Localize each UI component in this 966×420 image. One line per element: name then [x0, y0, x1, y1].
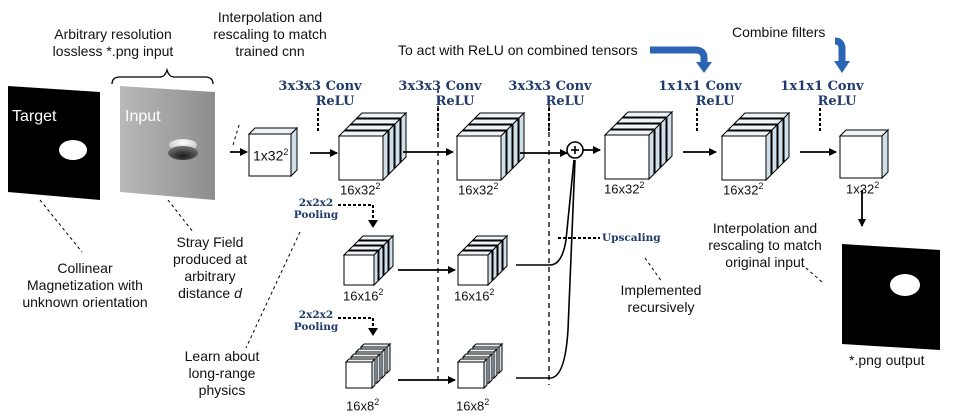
long-range-note: Learn about long-range physics — [184, 348, 260, 398]
stray-field-note: Stray Field produced at arbitrary distan… — [173, 234, 247, 301]
output-tensor-cube — [838, 128, 890, 180]
target-image — [8, 86, 100, 200]
size-input: 1x322 — [253, 147, 289, 164]
size-l2b: 16x162 — [454, 287, 495, 304]
input-label: Input — [125, 108, 161, 125]
output-label: *.png output — [849, 352, 925, 368]
size-out: 1x322 — [846, 180, 880, 197]
pooling-arrows — [338, 204, 374, 330]
tensor-l3b-layer-0 — [456, 357, 489, 390]
size-l2a: 16x162 — [343, 287, 384, 304]
size-l1b: 16x322 — [458, 181, 499, 198]
size-l3a: 16x82 — [346, 397, 380, 414]
relu-note: To act with ReLU on combined tensors — [398, 42, 638, 58]
tensor-l1a-layer-0 — [337, 129, 390, 182]
interpolation-note: Interpolation and rescaling to match tra… — [213, 9, 327, 59]
separators — [437, 88, 550, 385]
size-l1d: 16x322 — [723, 181, 764, 198]
conv-arrows — [317, 108, 821, 132]
tensor-l2a-layer-0 — [342, 249, 380, 287]
tensor-l2b-layer-0 — [456, 249, 494, 287]
recursive-note: Implemented recursively — [620, 282, 702, 315]
input-image — [120, 86, 215, 200]
interpolation-output-note: Interpolation and rescaling to match ori… — [708, 220, 822, 270]
arbitrary-resolution-note: Arbitrary resolution lossless *.png inpu… — [52, 26, 174, 59]
target-label: Target — [12, 108, 57, 125]
leader-lines — [39, 121, 823, 349]
size-l1a: 16x322 — [340, 181, 381, 198]
flow-arrows — [230, 146, 866, 384]
tensor-l3a-layer-0 — [344, 357, 377, 390]
cubes — [247, 110, 890, 390]
tensor-l1c-layer-0 — [603, 128, 656, 181]
input-tensor-cube — [247, 126, 299, 178]
output-image — [842, 244, 940, 350]
blue-arrows — [650, 37, 850, 73]
plus-operator — [566, 141, 584, 159]
size-l3b: 16x82 — [456, 397, 490, 414]
upscale-curves — [516, 159, 576, 379]
input-brace — [111, 67, 214, 85]
size-l1c: 16x322 — [604, 180, 645, 197]
tensor-l1d-layer-0 — [720, 129, 773, 182]
collinear-note: Collinear Magnetization with unknown ori… — [22, 260, 148, 310]
tensor-l1b-layer-0 — [455, 129, 508, 182]
op-upscaling: Upscaling — [602, 232, 661, 244]
combine-note: Combine filters — [732, 24, 826, 40]
